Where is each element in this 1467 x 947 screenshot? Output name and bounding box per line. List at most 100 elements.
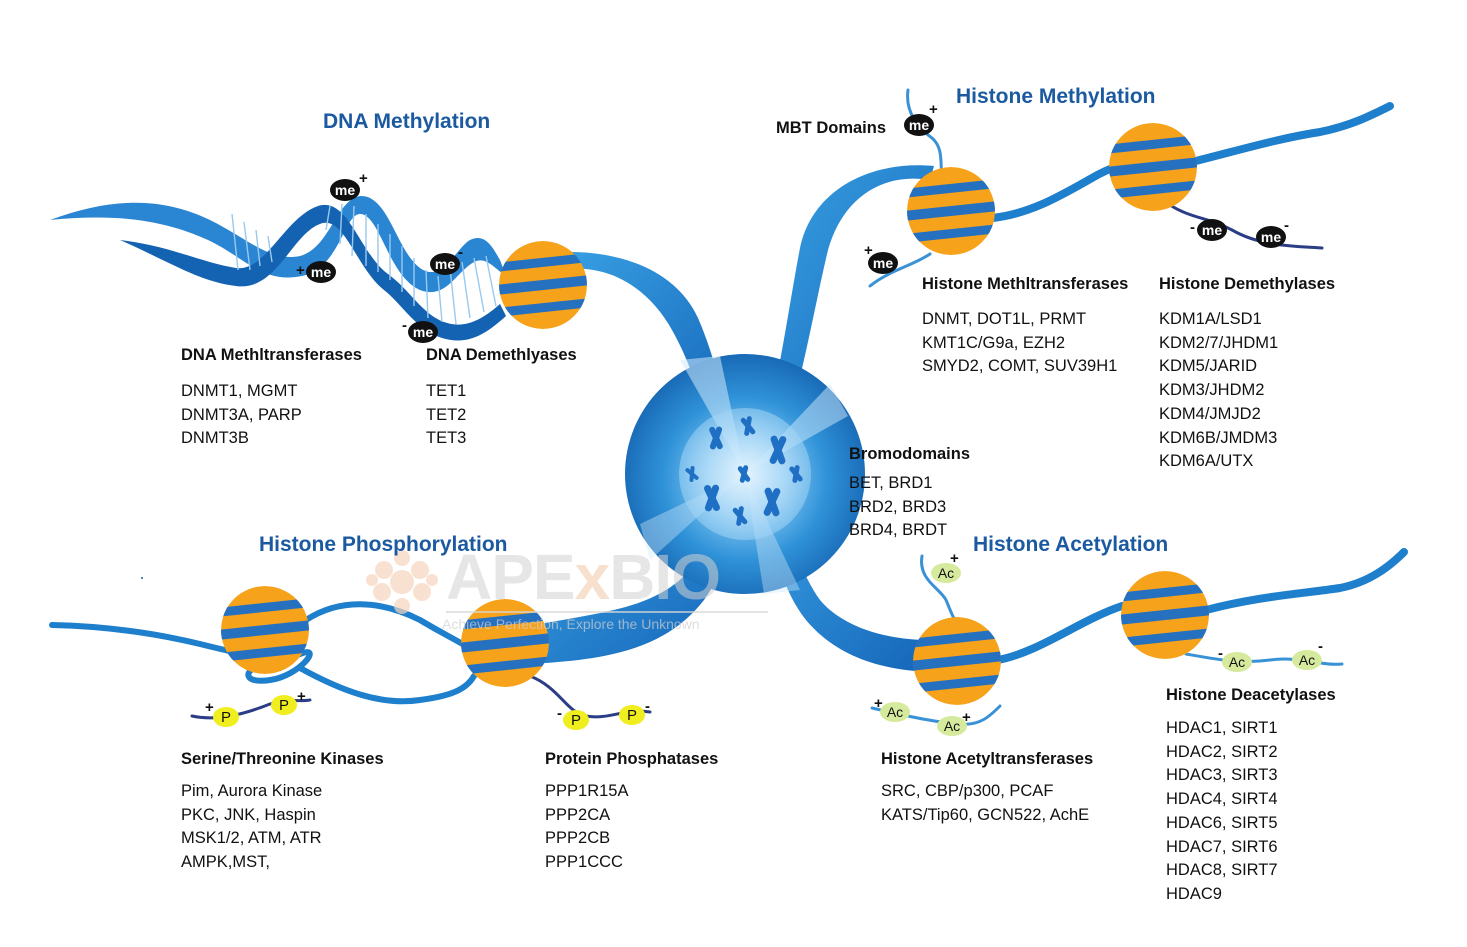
list-item: SMYD2, COMT, SUV39H1 [922, 357, 1118, 376]
list-dna-demethylases: TET1 TET2 TET3 [426, 380, 466, 451]
svg-text:-: - [645, 698, 650, 715]
svg-text:Ac: Ac [1229, 654, 1245, 670]
list-item: HDAC6, SIRT5 [1166, 813, 1278, 832]
svg-text:-: - [1318, 638, 1323, 655]
list-item: BRD4, BRDT [849, 521, 948, 540]
methyl-mark-histone-3: me- [1256, 217, 1289, 248]
tail-demethyl [1168, 203, 1324, 250]
methyl-mark-dna-4: me- [402, 317, 438, 343]
svg-text:me: me [1261, 229, 1281, 245]
nucleosome [913, 617, 1001, 705]
label-mbt-domains: MBT Domains [776, 119, 887, 137]
list-histone-demethylases: KDM1A/LSD1 KDM2/7/JHDM1 KDM5/JARID KDM3/… [1159, 308, 1278, 474]
list-item: BET, BRD1 [849, 474, 933, 492]
svg-text:-: - [458, 244, 463, 261]
heading-dna-methyltransferases: DNA Methltransferases [181, 346, 362, 364]
list-item: HDAC3, SIRT3 [1166, 766, 1278, 785]
list-item: KMT1C/G9a, EZH2 [922, 333, 1066, 352]
list-item: PPP2CB [545, 829, 611, 848]
svg-text:+: + [874, 695, 883, 712]
phospho-mark-3: P- [557, 705, 589, 730]
svg-text:me: me [873, 255, 893, 271]
nucleosomes [221, 123, 1209, 705]
modification-marks: me+ me+ me- me- me+ me+ me- me- P+ P+ P-… [205, 101, 1323, 736]
strand-phospho-loop [297, 665, 477, 705]
strand-methylation-tail [1188, 102, 1394, 166]
list-dna-methyltransferases: DNMT1, MGMT DNMT3A, PARP DNMT3B [181, 380, 302, 451]
phospho-mark-2: P+ [271, 688, 306, 715]
acetyl-mark-2: Ac+ [874, 695, 910, 722]
methyl-mark-dna-2: me+ [296, 261, 336, 283]
title-histone-phosphorylation: Histone Phosphorylation [259, 533, 508, 556]
svg-text:+: + [359, 170, 368, 187]
list-histone-deacetylases: HDAC1, SIRT1 HDAC2, SIRT2 HDAC3, SIRT3 H… [1166, 717, 1278, 907]
svg-text:-: - [402, 317, 407, 334]
list-item: HDAC2, SIRT2 [1166, 742, 1278, 761]
methyl-mark-dna-3: me- [430, 244, 463, 275]
stray-dot [141, 577, 143, 579]
dna-double-helix [50, 195, 506, 341]
list-item: KDM5/JARID [1159, 357, 1258, 376]
list-item: KDM2/7/JHDM1 [1159, 333, 1279, 352]
fiber-methyl-to-nucleus [766, 165, 934, 432]
nucleosome [499, 241, 587, 329]
title-histone-acetylation: Histone Acetylation [973, 533, 1169, 556]
list-item: AMPK,MST, [181, 853, 270, 872]
helix-rungs [231, 203, 497, 325]
svg-text:+: + [205, 699, 214, 716]
list-item: HDAC7, SIRT6 [1166, 837, 1278, 856]
heading-dna-demethylases: DNA Demethlyases [426, 346, 577, 364]
list-item: KDM6B/JMDM3 [1159, 428, 1278, 447]
list-item: MSK1/2, ATM, ATR [181, 829, 322, 848]
heading-histone-demethylases: Histone Demethylases [1159, 275, 1336, 293]
nucleosome [1109, 123, 1197, 211]
list-item: KATS/Tip60, GCN522, AchE [881, 805, 1090, 824]
list-item: KDM4/JMJD2 [1159, 404, 1261, 423]
heading-bromodomains: Bromodomains [849, 445, 971, 463]
methyl-mark-histone-1: me+ [864, 242, 898, 274]
svg-text:-: - [1190, 219, 1195, 236]
svg-text:+: + [929, 101, 938, 118]
title-histone-methylation: Histone Methylation [956, 85, 1156, 108]
acetyl-mark-5: Ac- [1292, 638, 1323, 670]
helix-backbone-b [120, 204, 506, 341]
dna-strands [49, 88, 1408, 726]
list-histone-acetyltransferases: SRC, CBP/p300, PCAF KATS/Tip60, GCN522, … [881, 780, 1089, 827]
list-item: HDAC4, SIRT4 [1166, 790, 1278, 809]
list-item: DNMT3B [181, 429, 249, 448]
svg-text:+: + [962, 709, 971, 726]
list-ser-thr-kinases: Pim, Aurora Kinase PKC, JNK, Haspin MSK1… [181, 780, 322, 875]
methyl-mark-mbt: me+ [904, 101, 938, 136]
list-item: PPP1CCC [545, 853, 623, 872]
tail-deacetyl [1184, 652, 1344, 666]
strand-phospho-mid [303, 601, 469, 649]
list-item: PKC, JNK, Haspin [181, 805, 316, 824]
title-dna-methylation: DNA Methylation [323, 110, 491, 133]
svg-text:me: me [435, 256, 455, 272]
heading-histone-deacetylases: Histone Deacetylases [1166, 686, 1336, 704]
heading-ser-thr-kinases: Serine/Threonine Kinases [181, 750, 384, 768]
list-item: BRD2, BRD3 [849, 497, 947, 516]
list-item: SRC, CBP/p300, PCAF [881, 782, 1054, 800]
list-item: Pim, Aurora Kinase [181, 782, 323, 800]
list-item: TET3 [426, 429, 467, 448]
svg-text:Ac: Ac [938, 565, 954, 581]
list-item: HDAC9 [1166, 884, 1222, 903]
list-item: KDM6A/UTX [1159, 452, 1254, 471]
list-item: DNMT3A, PARP [181, 405, 302, 424]
svg-text:-: - [1218, 645, 1223, 662]
strand-methylation [988, 162, 1122, 222]
acetyl-mark-3: Ac+ [937, 709, 971, 736]
methyl-mark-histone-2: me- [1190, 219, 1227, 241]
strand-acetyl [994, 602, 1126, 664]
svg-text:me: me [335, 182, 355, 198]
svg-text:P: P [221, 709, 231, 726]
list-histone-methyltransferases: DNMT, DOT1L, PRMT KMT1C/G9a, EZH2 SMYD2,… [922, 308, 1117, 379]
fiber-phospho-to-nucleus [530, 498, 732, 664]
list-item: PPP2CA [545, 805, 611, 824]
phospho-mark-1: P+ [205, 699, 239, 727]
list-item: TET1 [426, 382, 467, 400]
svg-text:-: - [1284, 217, 1289, 234]
svg-text:Ac: Ac [944, 718, 960, 734]
